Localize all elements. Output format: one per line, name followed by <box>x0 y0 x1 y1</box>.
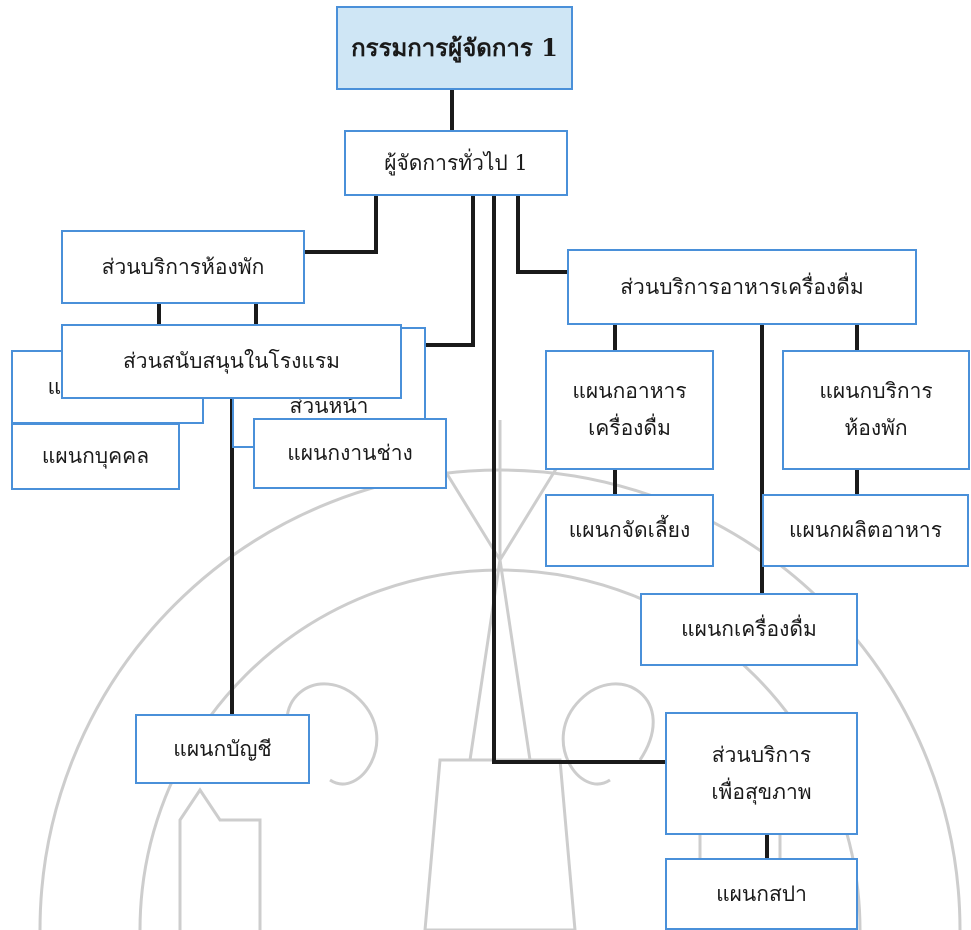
node-fnb-division-label: ส่วนบริการอาหารเครื่องดื่ม <box>620 274 864 299</box>
node-engineering: แผนกงานช่าง <box>253 418 447 489</box>
node-managing-director: กรรมการผู้จัดการ 1 <box>336 6 573 90</box>
node-fnb-dept-label: แผนกอาหาร เครื่องดื่ม <box>572 379 687 440</box>
connector-gm-to-hotel-support <box>402 196 475 347</box>
node-personnel-label: แผนกบุคคล <box>41 444 150 469</box>
node-catering: แผนกจัดเลี้ยง <box>545 494 714 567</box>
node-general-manager-label: ผู้จัดการทั่วไป 1 <box>384 150 528 175</box>
node-accounting-label: แผนกบัญชี <box>173 736 272 761</box>
node-fnb-dept: แผนกอาหาร เครื่องดื่ม <box>545 350 714 470</box>
connector-gm-to-wellness <box>492 196 665 764</box>
connector-gm-to-fnb-division <box>516 196 567 274</box>
node-food-production-label: แผนกผลิตอาหาร <box>788 518 943 543</box>
node-food-production: แผนกผลิตอาหาร <box>762 494 969 567</box>
seal-right-flourish <box>561 682 655 786</box>
node-room-service: แผนกบริการ ห้องพัก <box>782 350 970 470</box>
node-fnb-division: ส่วนบริการอาหารเครื่องดื่ม <box>567 249 917 325</box>
node-managing-director-label: กรรมการผู้จัดการ 1 <box>351 33 558 62</box>
node-hotel-support: ส่วนสนับสนุนในโรงแรม <box>61 324 402 399</box>
node-accounting: แผนกบัญชี <box>135 714 310 784</box>
node-spa: แผนกสปา <box>665 858 858 930</box>
node-room-service-label: แผนกบริการ ห้องพัก <box>819 379 933 440</box>
node-rooms-division: ส่วนบริการห้องพัก <box>61 230 305 304</box>
node-general-manager: ผู้จัดการทั่วไป 1 <box>344 130 568 196</box>
node-engineering-label: แผนกงานช่าง <box>287 441 413 466</box>
node-spa-label: แผนกสปา <box>716 881 807 906</box>
node-wellness-division: ส่วนบริการ เพื่อสุขภาพ <box>665 712 858 835</box>
seal-left-tower <box>178 787 262 930</box>
node-personnel: แผนกบุคคล <box>11 423 180 490</box>
node-catering-label: แผนกจัดเลี้ยง <box>568 518 691 543</box>
node-rooms-division-label: ส่วนบริการห้องพัก <box>101 254 265 279</box>
node-beverage: แผนกเครื่องดื่ม <box>640 593 858 666</box>
node-hotel-support-label: ส่วนสนับสนุนในโรงแรม <box>122 349 341 374</box>
connector-gm-to-rooms-division <box>305 196 378 254</box>
node-beverage-label: แผนกเครื่องดื่ม <box>681 617 817 642</box>
node-wellness-division-label: ส่วนบริการ เพื่อสุขภาพ <box>711 742 812 804</box>
